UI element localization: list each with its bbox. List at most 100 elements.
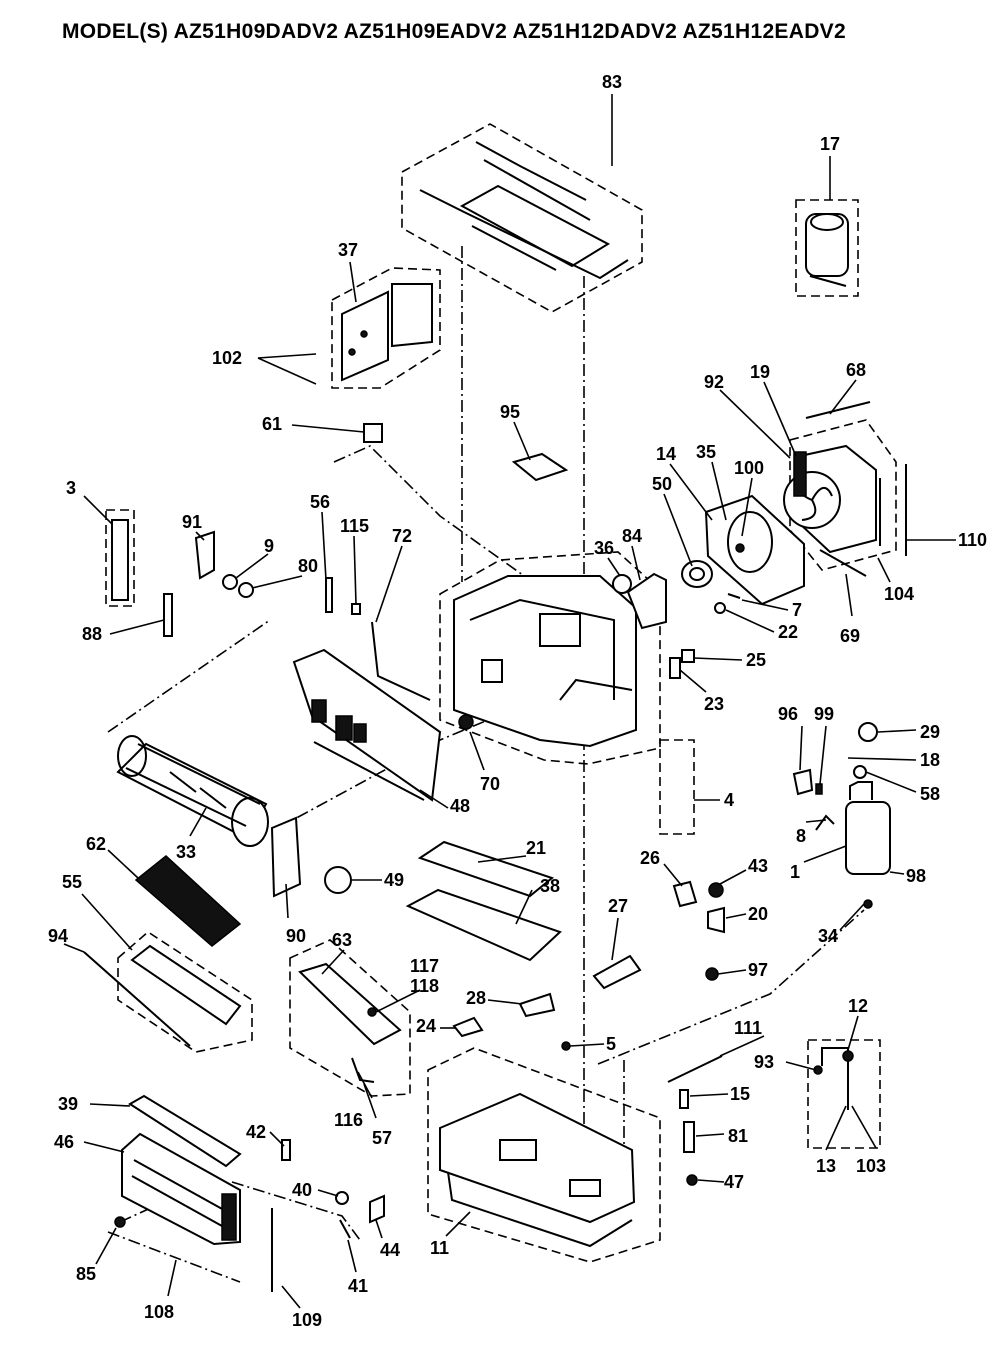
part-99 [815,783,823,795]
callout-label: 72 [392,526,412,546]
callout-label: 95 [500,402,520,422]
part-22 [714,602,726,614]
part-85 [114,1216,126,1228]
part-81 [683,1121,695,1153]
callout-label: 69 [840,626,860,646]
callout-label: 37 [338,240,358,260]
callout-label: 94 [48,926,68,946]
callout-label: 104 [884,584,914,604]
part-42 [281,1139,291,1161]
callout-label: 46 [54,1132,74,1152]
callout-label: 47 [724,1172,744,1192]
part-90 [270,816,302,898]
callout-label: 36 [594,538,614,558]
callout-label: 118 [410,976,439,996]
callout-label: 22 [778,622,798,642]
group-box-frame [439,551,661,765]
callout-label: 117 [410,956,439,976]
leader-lines [63,94,956,1309]
callout-label: 24 [416,1016,436,1036]
page-title: MODEL(S) AZ51H09DADV2 AZ51H09EADV2 AZ51H… [62,20,846,43]
group-box-11 [427,1047,661,1263]
callout-label: 27 [608,896,628,916]
callout-label: 18 [920,750,940,770]
callout-label: 83 [602,72,622,92]
callout-label: 80 [298,556,318,576]
callout-label: 29 [920,722,940,742]
callout-label: 44 [380,1240,400,1260]
part-94 [83,951,191,1047]
callout-label: 116 [334,1110,363,1130]
part-69 [819,549,867,577]
callout-label: 14 [656,444,676,464]
part-63 [298,962,402,1046]
callout-label: 100 [734,458,764,478]
part-33-blower-wheel [116,735,269,847]
part-111 [667,1055,723,1083]
part-25 [681,649,695,663]
part-83-top-cover [419,141,629,280]
part-80 [238,582,254,598]
callout-label: 11 [430,1238,449,1258]
part-21 [417,840,555,898]
callout-label: 58 [920,784,940,804]
part-19-92-fan [783,444,881,554]
part-44 [369,1194,385,1224]
part-84 [626,572,667,630]
part-8 [815,814,835,831]
part-49 [324,866,352,894]
group-box-17 [795,199,859,297]
part-7 [727,593,741,599]
callout-label: 56 [310,492,330,512]
part-24 [452,1016,484,1038]
part-58 [853,765,867,779]
part-1-compressor [845,781,891,909]
callout-label: 5 [606,1034,616,1054]
group-box-12 [807,1039,881,1149]
part-97 [705,967,719,981]
callout-label: 40 [292,1180,312,1200]
part-3 [111,519,129,601]
part-23 [669,657,681,679]
callout-label: 92 [704,372,724,392]
callout-label: 98 [906,866,926,886]
callout-label: 110 [958,530,987,550]
callout-label: 34 [818,926,838,946]
callout-label: 63 [332,930,352,950]
callout-label: 115 [340,516,369,536]
callout-label: 43 [748,856,768,876]
callout-label: 50 [652,474,672,494]
callout-labels: 83 17 37 102 61 95 92 19 68 14 35 100 3 … [48,72,987,1330]
callout-label: 8 [796,826,806,846]
group-box-37 [331,267,441,389]
callout-label: 48 [450,796,470,816]
callout-label: 28 [466,988,486,1008]
callout-label: 4 [724,790,734,810]
part-27 [592,954,642,990]
callout-label: 61 [262,414,282,434]
callout-label: 7 [792,600,802,620]
callout-label: 42 [246,1122,266,1142]
part-43 [708,882,724,898]
group-box-68 [789,419,897,571]
callout-label: 97 [748,960,768,980]
callout-label: 23 [704,694,724,714]
callout-label: 96 [778,704,798,724]
part-57 [351,1057,375,1083]
part-47 [686,1174,698,1186]
part-61 [363,423,383,443]
callout-label: 68 [846,360,866,380]
part-96 [792,768,814,796]
part-48-evaporator [292,648,442,802]
callout-label: 103 [856,1156,886,1176]
part-88 [163,593,173,637]
callout-label: 38 [540,876,560,896]
callout-label: 3 [66,478,76,498]
callout-label: 20 [748,904,768,924]
group-box-63 [289,939,411,1097]
part-39 [128,1094,242,1168]
callout-label: 85 [76,1264,96,1284]
part-26 [672,880,698,908]
callout-label: 41 [348,1276,368,1296]
